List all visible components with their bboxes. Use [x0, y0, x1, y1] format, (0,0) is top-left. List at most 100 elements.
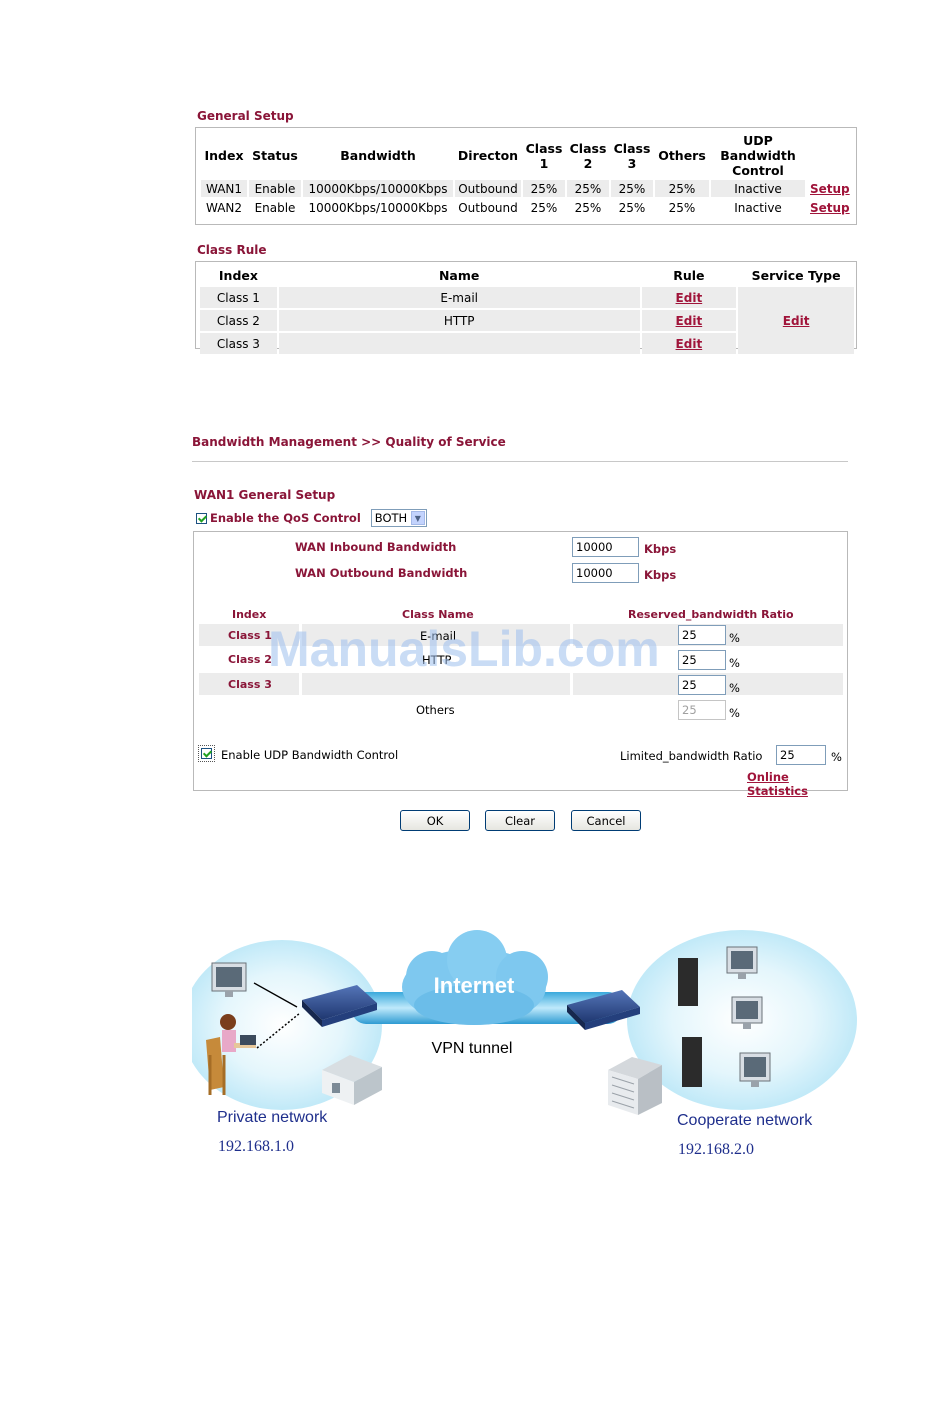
class1-ratio-input[interactable]: 25 [678, 625, 726, 645]
wan-class3: 25% [611, 180, 653, 197]
router-icon [302, 985, 377, 1027]
wan-index: WAN2 [201, 199, 247, 216]
class-rule-header-row: Index Name Rule Service Type [200, 266, 854, 285]
wan-class1: 25% [523, 180, 565, 197]
direction-select[interactable]: BOTH ▼ [370, 509, 427, 527]
chevron-down-icon[interactable]: ▼ [410, 511, 425, 525]
wan-class3: 25% [611, 199, 653, 216]
monitor-icon [211, 962, 247, 997]
row-bg [199, 673, 299, 695]
class-index: Class 2 [200, 310, 277, 331]
class3-percent: % [729, 681, 740, 695]
wan2-setup-link[interactable]: Setup [810, 200, 850, 215]
col-class3: Class 3 [613, 140, 651, 171]
outbound-unit: Kbps [644, 568, 677, 582]
wan-udp: Inactive [711, 180, 805, 197]
inbound-bandwidth-input[interactable]: 10000 [572, 537, 639, 557]
private-network-label: Private network [217, 1109, 328, 1126]
server-icon [678, 958, 698, 1006]
enable-qos-label: Enable the QoS Control [210, 511, 361, 525]
wan-others: 25% [655, 180, 709, 197]
wan-class2: 25% [567, 180, 609, 197]
col-udp: UDP Bandwidth Control [720, 133, 796, 178]
udp-label: Enable UDP Bandwidth Control [221, 748, 399, 762]
udp-checkbox[interactable] [201, 748, 212, 759]
server-icon [682, 1037, 702, 1087]
ok-button[interactable]: OK [400, 810, 470, 831]
col-others: Others [658, 148, 706, 163]
col-direction: Directon [457, 148, 519, 163]
outbound-bandwidth-input[interactable]: 10000 [572, 563, 639, 583]
house-icon [322, 1055, 382, 1105]
qos-settings-panel: WAN Inbound Bandwidth 10000 Kbps WAN Out… [193, 531, 848, 798]
table-row: WAN2 Enable 10000Kbps/10000Kbps Outbound… [201, 199, 853, 216]
direction-select-value: BOTH [374, 511, 408, 525]
private-network-ip: 192.168.1.0 [218, 1138, 294, 1155]
general-setup-header-row: Index Status Bandwidth Directon Class 1 … [201, 133, 853, 178]
wan-bandwidth: 10000Kbps/10000Kbps [303, 180, 453, 197]
class-rule-panel: Index Name Rule Service Type Class 1 E-m… [195, 261, 857, 354]
clear-button[interactable]: Clear [485, 810, 555, 831]
internet-cloud-icon [402, 930, 548, 1025]
class1-index: Class 1 [228, 629, 272, 642]
class-rule-title: Class Rule [197, 243, 267, 257]
table-row: Class 3 Edit [200, 333, 854, 354]
limited-ratio-input[interactable]: 25 [776, 745, 826, 765]
general-setup-title: General Setup [197, 109, 294, 123]
cooperate-network-ip: 192.168.2.0 [678, 1141, 754, 1158]
class3-index: Class 3 [228, 678, 272, 691]
wan-action-cell: Setup [807, 199, 853, 216]
class-index: Class 1 [200, 287, 277, 308]
col-index: Index [232, 608, 267, 621]
wan-index: WAN1 [201, 180, 247, 197]
class3-ratio-input[interactable]: 25 [678, 675, 726, 695]
col-name: Name [438, 268, 480, 283]
online-statistics-link[interactable]: Online Statistics [747, 770, 808, 798]
breadcrumb: Bandwidth Management >> Quality of Servi… [192, 435, 506, 449]
class-index: Class 3 [200, 333, 277, 354]
col-action [807, 133, 853, 178]
cooperate-network-label: Cooperate network [677, 1112, 813, 1129]
wan1-setup-link[interactable]: Setup [810, 181, 850, 196]
cancel-button[interactable]: Cancel [571, 810, 641, 831]
wan-bandwidth: 10000Kbps/10000Kbps [303, 199, 453, 216]
class-rule-cell: Edit [641, 287, 737, 308]
wan-others: 25% [655, 199, 709, 216]
class1-rule-edit-link[interactable]: Edit [675, 290, 703, 305]
enable-qos-checkbox[interactable] [196, 512, 207, 524]
wan-status: Enable [249, 199, 301, 216]
vpn-tunnel-label: VPN tunnel [432, 1040, 513, 1057]
monitor-icon [726, 946, 758, 979]
class2-ratio-input[interactable]: 25 [678, 650, 726, 670]
col-class-name: Class Name [402, 608, 474, 621]
table-row: Class 2 HTTP Edit [200, 310, 854, 331]
class2-rule-edit-link[interactable]: Edit [675, 313, 703, 328]
class-rule-cell: Edit [641, 333, 737, 354]
wan-direction: Outbound [455, 180, 521, 197]
outbound-bandwidth-label: WAN Outbound Bandwidth [295, 566, 468, 580]
limited-ratio-label: Limited_bandwidth Ratio [620, 749, 763, 763]
col-service-type: Service Type [751, 268, 841, 283]
class1-name: E-mail [420, 629, 457, 643]
col-reserved-ratio: Reserved_bandwidth Ratio [628, 608, 794, 621]
class-rule-table: Index Name Rule Service Type Class 1 E-m… [198, 264, 856, 356]
row-bg [199, 624, 299, 646]
wan-class1: 25% [523, 199, 565, 216]
enable-qos-row: Enable the QoS Control BOTH ▼ [196, 508, 427, 528]
building-icon [608, 1057, 662, 1115]
wan-status: Enable [249, 180, 301, 197]
class3-rule-edit-link[interactable]: Edit [675, 336, 703, 351]
col-class1: Class 1 [525, 140, 563, 171]
col-rule: Rule [673, 268, 705, 283]
monitor-icon [731, 996, 763, 1029]
udp-checkbox-focus [198, 745, 215, 762]
inbound-bandwidth-label: WAN Inbound Bandwidth [295, 540, 457, 554]
table-row: Class 1 E-mail Edit Edit [200, 287, 854, 354]
service-type-edit-link[interactable]: Edit [782, 313, 810, 328]
col-status: Status [252, 148, 298, 163]
class2-percent: % [729, 656, 740, 670]
vpn-diagram: Internet VPN tunnel [192, 930, 857, 1158]
link-line [256, 1012, 301, 1049]
wan1-section-title: WAN1 General Setup [194, 488, 336, 502]
class-name: E-mail [278, 287, 640, 308]
